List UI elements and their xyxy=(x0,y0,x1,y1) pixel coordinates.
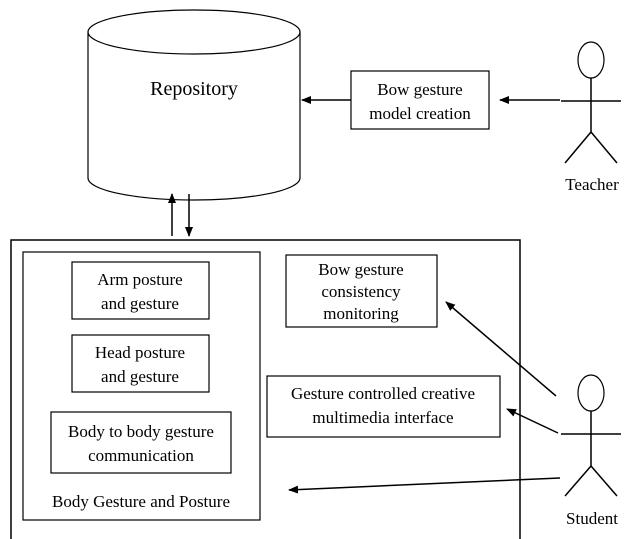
body-to-body-line1: Body to body gesture xyxy=(68,422,214,441)
arm-posture-line2: and gesture xyxy=(101,294,179,313)
multimedia-interface-line2: multimedia interface xyxy=(312,408,453,427)
student-to-monitoring-arrow xyxy=(445,301,557,397)
repository-label: Repository xyxy=(150,78,238,100)
arm-posture-line1: Arm posture xyxy=(97,270,182,289)
model-creation-line1: Bow gesture xyxy=(377,80,462,99)
teacher-actor-icon xyxy=(561,41,621,164)
head-posture-line1: Head posture xyxy=(95,343,185,362)
repository-cylinder: Repository xyxy=(87,9,301,201)
system-outer-box xyxy=(10,239,521,539)
consistency-monitoring-box: Bow gesture consistency monitoring xyxy=(285,254,438,328)
student-label: Student xyxy=(566,509,618,528)
head-posture-line2: and gesture xyxy=(101,367,179,386)
consistency-monitoring-line2: consistency xyxy=(321,282,401,301)
body-to-body-box: Body to body gesture communication xyxy=(50,411,232,474)
model-creation-line2: model creation xyxy=(369,104,471,123)
consistency-monitoring-line3: monitoring xyxy=(323,304,399,323)
repository-cylinder-top xyxy=(87,9,301,55)
body-gesture-group-label: Body Gesture and Posture xyxy=(52,492,230,511)
consistency-monitoring-line1: Bow gesture xyxy=(318,260,403,279)
head-posture-box: Head posture and gesture xyxy=(71,334,210,393)
model-creation-box: Bow gesture model creation xyxy=(350,70,490,130)
student-to-body-gesture-arrow xyxy=(288,477,561,494)
teacher-label: Teacher xyxy=(565,175,619,194)
arm-posture-box: Arm posture and gesture xyxy=(71,261,210,320)
body-to-body-line2: communication xyxy=(88,446,194,465)
student-actor-icon xyxy=(561,374,621,497)
multimedia-interface-box: Gesture controlled creative multimedia i… xyxy=(266,375,501,438)
repository-cylinder-body xyxy=(87,32,301,201)
multimedia-interface-line1: Gesture controlled creative xyxy=(291,384,475,403)
student-to-interface-arrow xyxy=(506,408,559,434)
